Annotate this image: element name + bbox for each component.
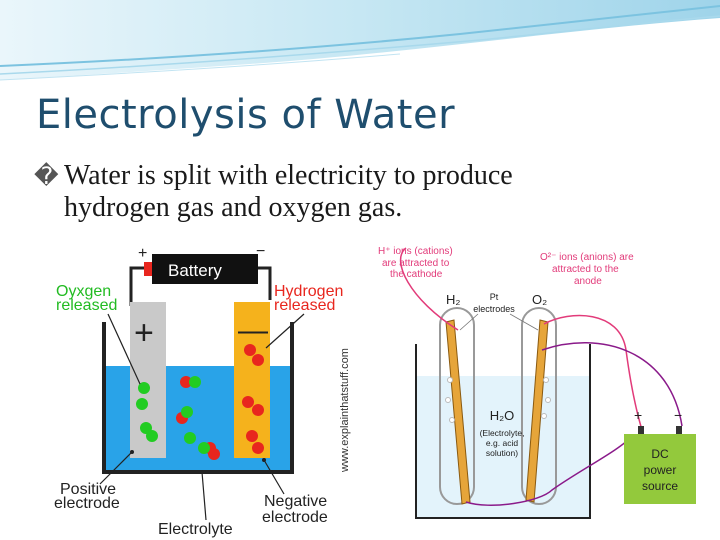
negative-electrode-label-2: electrode [262,509,328,526]
o2-label: O₂ [532,292,547,307]
dc-plus-sign: + [634,407,642,423]
wire-anode-loop [541,342,683,427]
gas-bubble [445,397,451,403]
positive-electrode-label-1: Positive [60,481,116,498]
battery-minus-sign: − [256,243,265,260]
hydrogen-label-line2: released [274,297,335,314]
anion-label-line1: O²⁻ ions (anions) are [540,252,634,263]
pt-pointer-left [459,313,479,331]
electrolysis-diagram-right: + − DC power source H⁺ ions (cations) ar… [378,246,696,519]
negative-electrode-sign: — [238,314,268,347]
bullet-point: �Water is split with electricity to prod… [34,160,694,224]
cation-label-line3: the cathode [390,269,443,280]
bullet-icon: � [34,162,59,190]
hydrogen-pointer [265,313,305,349]
decorative-banner [0,0,720,81]
gas-bubble [449,417,455,423]
oxygen-bubble [138,382,150,394]
hydrogen-bubble [242,396,254,408]
oxygen-bubble [136,398,148,410]
hydrogen-bubble [208,448,220,460]
pointer-dot [262,458,266,462]
negative-electrode-label-1: Negative [264,493,327,510]
dc-label-line2: power [644,463,677,477]
wire-cathode-to-source [465,435,633,506]
negative-pointer [263,459,285,495]
battery-terminal-positive [144,262,152,276]
pt-electrode-cathode [445,319,471,505]
collection-tube-h2 [439,307,475,505]
battery-plus-sign: + [138,245,147,262]
hydrogen-bubble [252,354,264,366]
oxygen-pointer [107,313,141,385]
dc-power-source [624,434,696,504]
slide-title: Electrolysis of Water [36,92,456,138]
hydrogen-bubble [252,442,264,454]
positive-electrode-sign: + [134,314,154,352]
wire-cathode [399,247,459,331]
container [102,322,294,474]
hydrogen-bubble [180,376,192,388]
dc-label-line1: DC [651,447,669,461]
electrolyte-label-line3: solution) [486,448,518,458]
hydrogen-label-line1: Hydrogen [274,283,343,300]
hydrogen-bubble [246,430,258,442]
dc-minus-sign: − [674,407,682,423]
dc-terminal-negative [676,426,682,434]
oxygen-bubble [181,406,193,418]
water [416,376,590,518]
electrolyte-label: Electrolyte [158,521,233,538]
pt-pointer-right [509,313,539,331]
positive-electrode-label-2: electrode [54,495,120,512]
wire-negative [258,266,272,300]
oxygen-bubble [189,376,201,388]
dc-terminal-positive [638,426,644,434]
hydrogen-bubble [252,404,264,416]
oxygen-bubble [198,442,210,454]
pointer-dot [130,450,134,454]
battery-label: Battery [168,261,222,280]
positive-pointer [99,451,133,485]
oxygen-bubble [184,432,196,444]
cation-label-line2: are attracted to [382,258,450,269]
gas-bubble [447,377,453,383]
pt-label-line1: Pt [490,292,499,302]
gas-bubble [543,377,549,383]
beaker [415,344,591,519]
anion-label-line2: attracted to the [552,264,619,275]
website-watermark: www.explainthatstuff.com [339,348,351,473]
oxygen-label-line2: released [56,297,117,314]
cation-label-line1: H⁺ ions (cations) [378,246,453,257]
electrolyte-pointer [201,471,207,521]
battery-body [152,254,258,284]
oxygen-bubble [146,430,158,442]
anion-label-line3: anode [574,276,602,287]
pt-electrode-anode [525,319,549,503]
electrolyte-label-line1: (Electrolyte, [480,428,525,438]
wire-positive [129,266,148,306]
electrolyte-label-line2: e.g. acid [486,438,518,448]
h2-label: H₂ [446,292,460,307]
gas-bubble [541,413,547,419]
electrolysis-diagram-left: Battery + − + — Oyxgen released Hydrogen… [54,243,351,538]
collection-tube-o2 [521,307,557,505]
gas-bubble [545,397,551,403]
hydrogen-bubble [244,344,256,356]
h2o-label: H₂O [490,408,515,423]
dc-label-line3: source [642,479,678,493]
oxygen-label-line1: Oyxgen [56,283,111,300]
pt-label-line2: electrodes [473,304,515,314]
bullet-line-1: Water is split with electricity to produ… [64,160,513,191]
bullet-line-2: hydrogen gas and oxygen gas. [64,192,403,223]
